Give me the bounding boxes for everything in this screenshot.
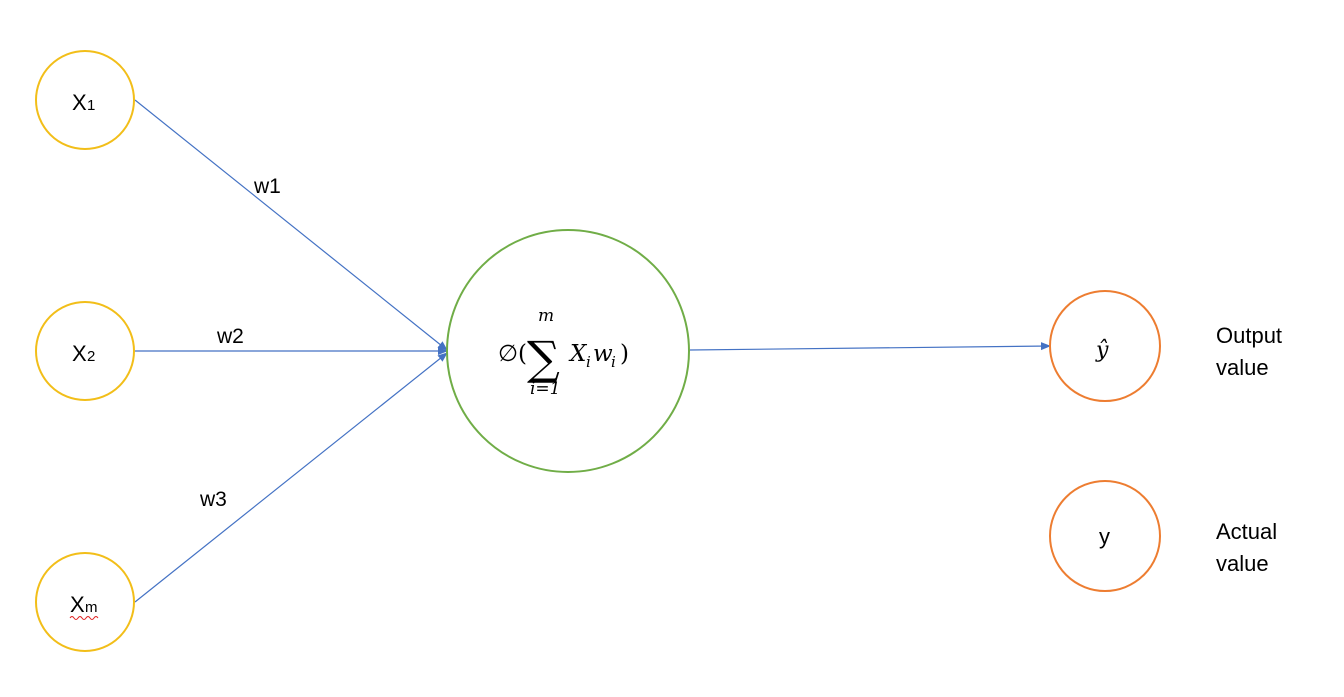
formula-w-sub: i [611,353,616,371]
edge-neuron-to-output [689,342,1051,351]
formula-w: w [593,341,613,367]
input-node-x1: X 1 [35,50,135,150]
actual-label-line2: value [1216,551,1269,576]
output-label-line1: Output [1216,323,1282,348]
actual-node: y [1049,480,1161,592]
weight-label-w2: w2 [216,325,244,348]
output-node: ŷ [1049,290,1161,402]
spellcheck-underline [69,616,99,620]
formula-close-paren: ) [620,341,629,367]
edge-x1-to-neuron [134,99,448,351]
input-node-x1-sub: 1 [87,97,95,114]
output-label-line2: value [1216,355,1269,380]
input-node-xm: X m [35,552,135,652]
formula-upper-limit: m [538,306,554,326]
formula-phi: ∅( [498,341,527,367]
input-node-x1-letter: X [72,90,87,115]
edge-xm-to-neuron [134,352,448,603]
weight-label-w1: w1 [253,175,281,198]
input-node-x2-sub: 2 [87,348,95,365]
input-node-xm-letter: X [70,592,85,617]
formula-sigma: ∑ [527,331,560,385]
neuron-node: ∅( ∑ m i=1 X i w i ) [446,229,690,473]
actual-label-line1: Actual [1216,519,1277,544]
weight-label-w3: w3 [199,488,227,511]
input-node-xm-sub: m [85,599,98,616]
formula-x: X [568,341,588,367]
actual-symbol: y [1099,524,1110,549]
formula-lower-limit: i=1 [530,379,561,399]
formula-x-sub: i [586,353,591,371]
input-node-x2: X 2 [35,301,135,401]
output-symbol: ŷ [1095,338,1109,363]
input-node-x2-letter: X [72,341,87,366]
